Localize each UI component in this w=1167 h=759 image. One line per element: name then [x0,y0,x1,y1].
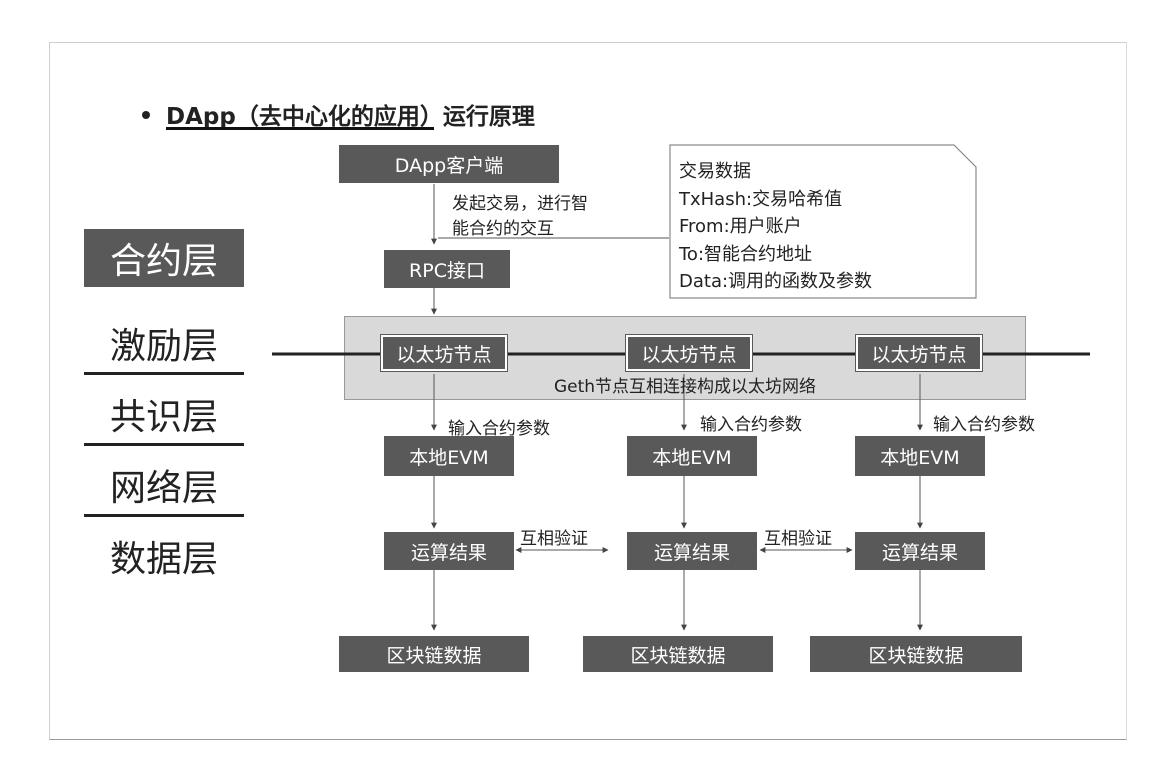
input-params-label: 输入合约参数 [448,419,550,439]
layer-network: 网络层 [109,468,218,509]
transaction-data-heading: 交易数据 [679,161,751,182]
mutual-verify-label: 互相验证 [520,529,588,549]
rpc-interface-box: RPC接口 [384,250,510,288]
initiate-transaction-label-line2: 能合约的交互 [452,219,554,239]
local-evm-box: 本地EVM [384,436,514,476]
layer-data: 数据层 [109,539,218,580]
compute-result-box: 运算结果 [384,532,514,570]
title-underline [166,127,434,130]
input-params-label: 输入合约参数 [700,415,802,435]
initiate-transaction-label: 发起交易，进行智 [452,194,588,214]
local-evm-box: 本地EVM [627,436,757,476]
layer-divider [84,372,244,375]
dapp-client-box: DApp客户端 [339,145,559,183]
page-title: DApp（去中心化的应用）运行原理 [166,104,535,130]
layer-incentive: 激励层 [109,326,218,367]
title-bullet [142,111,150,119]
layer-divider [84,443,244,446]
transaction-to: To:智能合约地址 [679,243,813,265]
blockchain-data-box: 区块链数据 [339,636,529,672]
transaction-data: Data:调用的函数及参数 [679,271,873,292]
ethereum-node: 以太坊节点 [380,334,508,372]
input-params-label: 输入合约参数 [933,415,1035,435]
transaction-data-text: 交易数据 TxHash:交易哈希值 From:用户账户 To:智能合约地址 Da… [679,158,872,296]
transaction-from: From:用户账户 [679,216,802,237]
blockchain-data-box: 区块链数据 [810,636,1022,672]
local-evm-box: 本地EVM [855,436,985,476]
layer-contract: 合约层 [84,229,244,287]
network-caption: Geth节点互相连接构成以太坊网络 [553,377,817,397]
compute-result-box: 运算结果 [627,532,757,570]
blockchain-data-box: 区块链数据 [583,636,773,672]
layer-consensus: 共识层 [109,397,218,438]
ethereum-node: 以太坊节点 [855,334,983,372]
ethereum-node: 以太坊节点 [625,334,753,372]
mutual-verify-label: 互相验证 [764,529,832,549]
compute-result-box: 运算结果 [855,532,985,570]
transaction-txhash: TxHash:交易哈希值 [679,188,843,210]
layer-divider [84,514,244,517]
transaction-data-card [669,144,977,299]
